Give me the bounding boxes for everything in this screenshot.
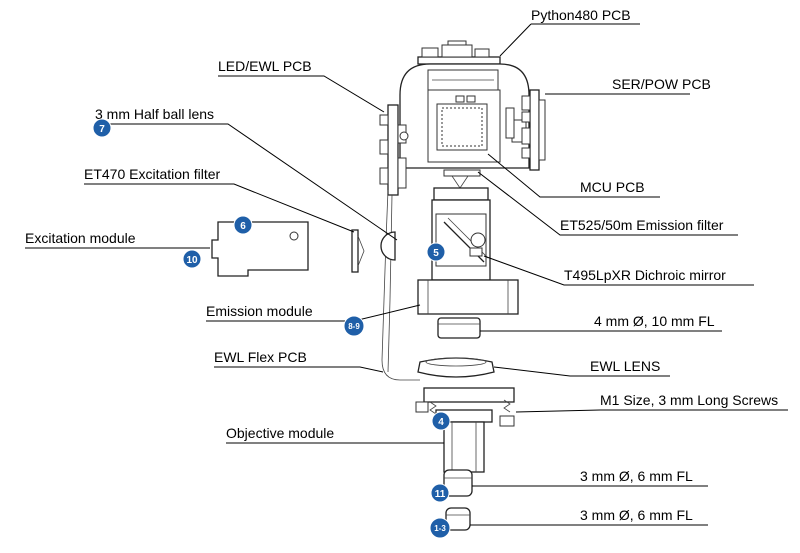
label-screws: M1 Size, 3 mm Long Screws — [600, 392, 778, 408]
label-et470-filter: ET470 Excitation filter — [84, 166, 221, 182]
label-emission-module: Emission module — [206, 303, 313, 319]
label-et525-filter: ET525/50m Emission filter — [560, 217, 724, 233]
leader-lines — [25, 23, 788, 526]
label-excitation-module: Excitation module — [25, 230, 136, 246]
lens-3mm-b-drawing — [445, 507, 471, 531]
badge-11: 11 — [430, 483, 450, 503]
label-lens-4mm: 4 mm Ø, 10 mm FL — [594, 313, 715, 329]
main-housing-drawing — [399, 63, 530, 169]
label-ewl-lens: EWL LENS — [590, 358, 660, 374]
label-lens-3mm-b: 3 mm Ø, 6 mm FL — [580, 507, 693, 523]
label-half-ball-lens: 3 mm Half ball lens — [95, 106, 214, 122]
label-ewl-flex-pcb: EWL Flex PCB — [214, 349, 307, 365]
lens-3mm-a-drawing — [443, 469, 473, 497]
svg-text:5: 5 — [433, 248, 439, 259]
svg-text:7: 7 — [99, 124, 105, 135]
ewl-flex-cable — [381, 189, 420, 381]
svg-text:11: 11 — [435, 489, 446, 500]
badge-7: 7 — [92, 118, 112, 138]
led-ewl-pcb-drawing — [379, 104, 409, 196]
svg-text:8-9: 8-9 — [348, 322, 360, 331]
et470-filter-drawing — [351, 229, 365, 273]
svg-text:6: 6 — [240, 221, 246, 232]
label-dichroic-mirror: T495LpXR Dichroic mirror — [564, 267, 726, 283]
half-ball-lens-drawing — [380, 231, 396, 261]
filter-cube-drawing — [431, 199, 491, 281]
label-python480-pcb: Python480 PCB — [531, 7, 631, 23]
ewl-flex-cable-inner — [387, 194, 393, 373]
label-lens-3mm-a: 3 mm Ø, 6 mm FL — [580, 468, 693, 484]
svg-text:4: 4 — [438, 417, 444, 428]
svg-text:1-3: 1-3 — [434, 524, 446, 533]
badge-10: 10 — [182, 249, 202, 269]
label-objective-module: Objective module — [226, 425, 334, 441]
python480-pcb-drawing — [417, 40, 501, 65]
emission-module-drawing — [417, 279, 519, 315]
label-led-ewl-pcb: LED/EWL PCB — [218, 58, 312, 74]
svg-text:10: 10 — [186, 255, 198, 266]
ser-pow-pcb-drawing — [521, 89, 546, 171]
badge-1-3: 1-3 — [429, 517, 451, 539]
objective-module-drawing — [415, 387, 515, 473]
lens-4mm-drawing — [437, 317, 481, 339]
ewl-lens-drawing — [417, 357, 495, 378]
badge-4: 4 — [431, 411, 451, 431]
badge-5: 5 — [426, 242, 446, 262]
badge-6: 6 — [233, 215, 253, 235]
label-ser-pow-pcb: SER/POW PCB — [612, 76, 711, 92]
excitation-module-drawing — [211, 221, 309, 277]
label-mcu-pcb: MCU PCB — [580, 179, 645, 195]
emission-filter-drawing — [433, 169, 489, 201]
badge-8-9: 8-9 — [343, 315, 365, 337]
